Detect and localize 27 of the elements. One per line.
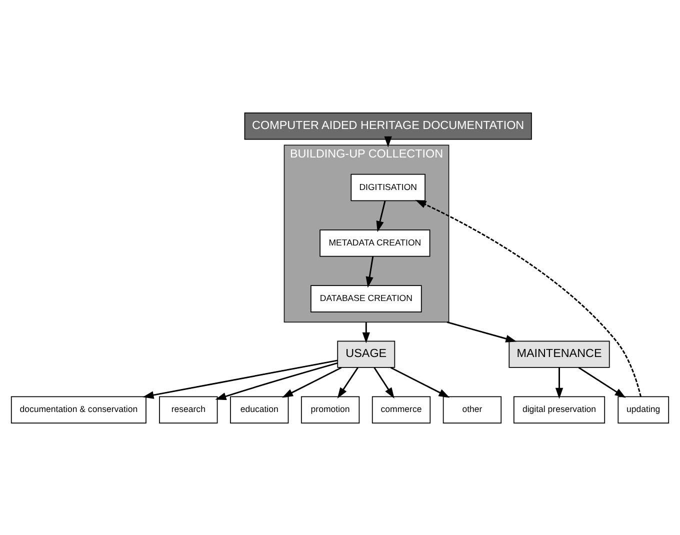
node-box: other: [442, 396, 502, 424]
arrow: [578, 366, 626, 398]
node-box: research: [159, 396, 218, 424]
arrow: [374, 366, 394, 398]
arrow: [415, 199, 642, 396]
node-box: USAGE: [337, 340, 396, 368]
node-box: promotion: [300, 396, 360, 424]
arrow: [142, 359, 338, 398]
node-box: MAINTENANCE: [508, 340, 610, 368]
node-box: commerce: [372, 396, 431, 424]
arrow: [366, 256, 374, 288]
node-box: updating: [618, 396, 670, 424]
arrow: [555, 367, 564, 398]
arrow: [446, 320, 517, 342]
arrow: [337, 366, 358, 398]
arrow: [215, 362, 338, 400]
arrow: [384, 136, 392, 147]
node-box: DATABASE CREATION: [310, 284, 422, 312]
node-box: education: [230, 396, 289, 424]
node-box: documentation & conservation: [10, 396, 146, 424]
node-box: METADATA CREATION: [320, 229, 430, 256]
arrow: [390, 366, 450, 398]
arrow: [376, 200, 386, 232]
arrow: [282, 366, 342, 398]
node-box: digital preservation: [513, 396, 606, 424]
arrow: [362, 322, 370, 343]
node-box: DIGITISATION: [350, 173, 426, 201]
